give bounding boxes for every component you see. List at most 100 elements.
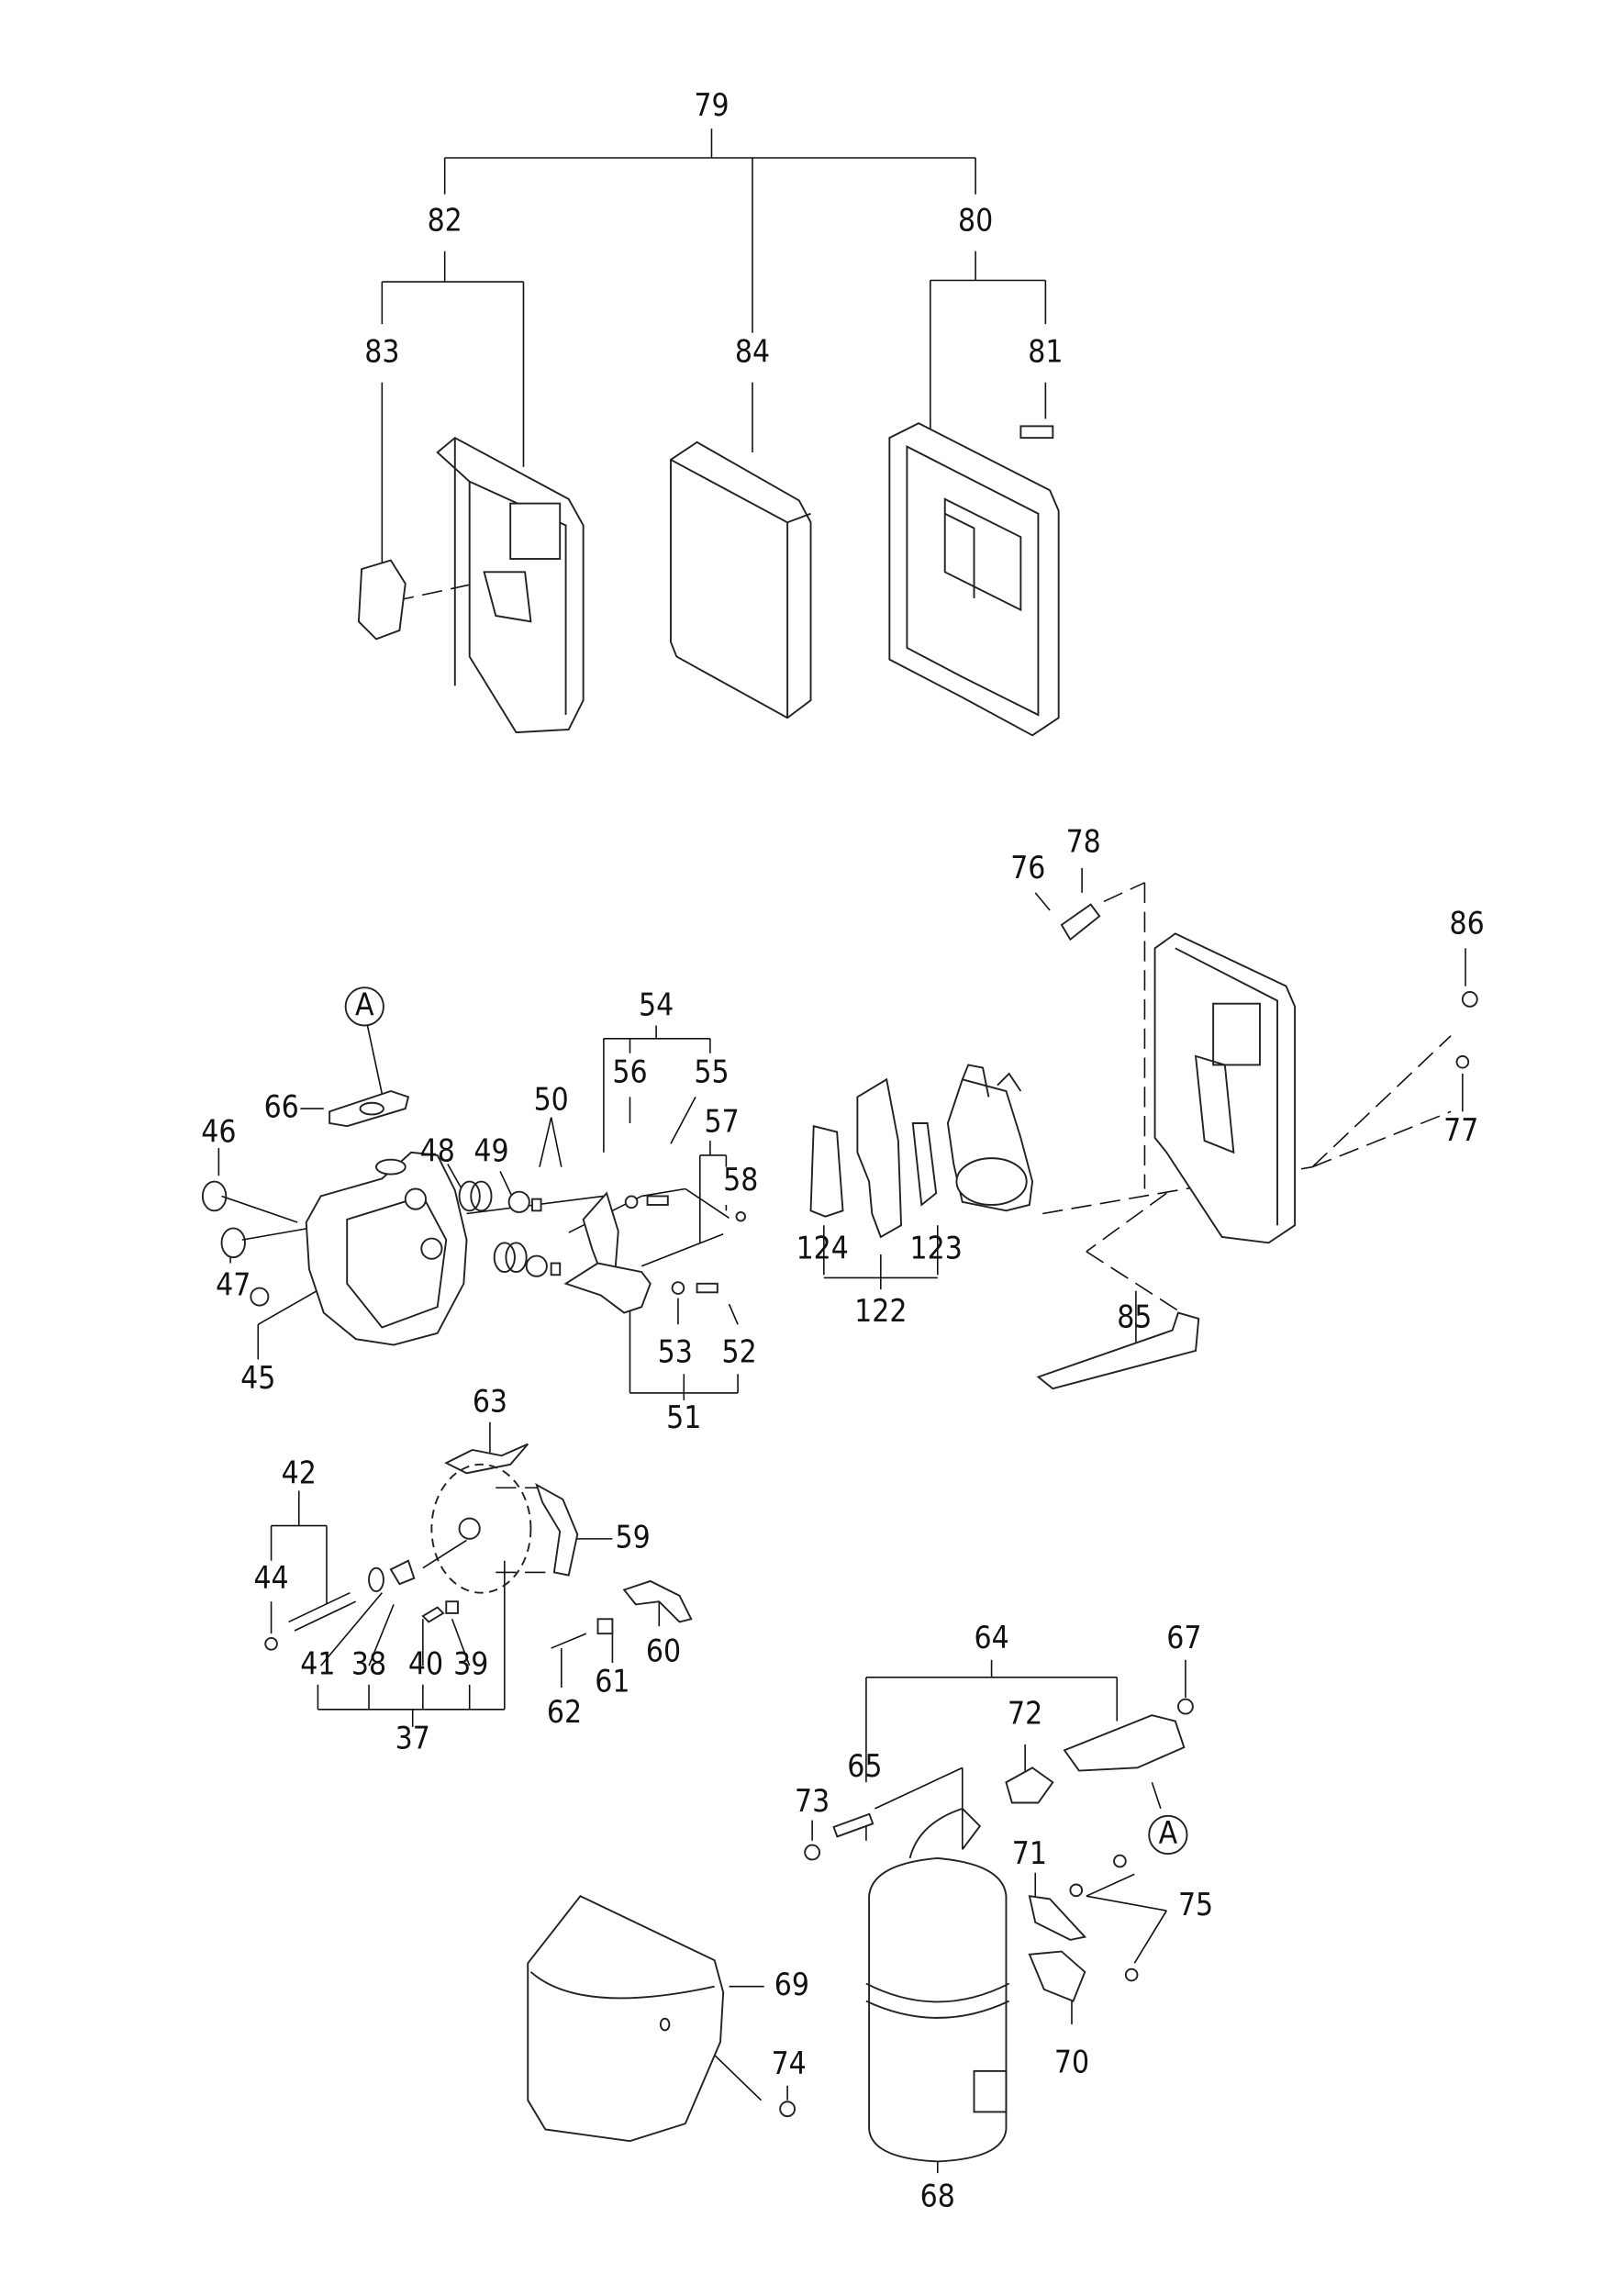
part-60-lever xyxy=(622,1579,693,1623)
label-82: 82 xyxy=(428,202,462,238)
label-49: 49 xyxy=(473,1132,508,1168)
part-47-valve xyxy=(220,1227,310,1259)
label-124: 124 xyxy=(796,1231,849,1266)
label-57: 57 xyxy=(705,1103,740,1139)
part-49-retainer xyxy=(507,1190,530,1213)
part-80-cover xyxy=(888,422,1060,737)
part-73-nut xyxy=(804,1844,821,1861)
label-39: 39 xyxy=(453,1646,488,1682)
part-85-stay xyxy=(1036,1311,1200,1390)
label-75: 75 xyxy=(1178,1887,1213,1923)
label-ref-A-2: A xyxy=(1159,1815,1178,1851)
label-70: 70 xyxy=(1054,2044,1089,2079)
part-69-muffler-cover xyxy=(527,1895,725,2143)
part-37-cam-gear xyxy=(422,1463,532,1594)
part-41-washer xyxy=(368,1566,384,1593)
part-68-muffler xyxy=(865,1807,1010,2163)
part-52-screw xyxy=(696,1282,718,1294)
part-81-label xyxy=(1019,425,1054,440)
label-76: 76 xyxy=(1010,850,1045,886)
label-59: 59 xyxy=(616,1519,651,1555)
part-74-bolt xyxy=(779,2101,796,2118)
part-50-cotter xyxy=(531,1198,542,1212)
part-82-case xyxy=(436,436,585,734)
label-69: 69 xyxy=(774,1967,809,2002)
label-54: 54 xyxy=(639,986,674,1022)
label-38: 38 xyxy=(351,1646,386,1682)
part-40-pin xyxy=(421,1606,445,1623)
label-122: 122 xyxy=(854,1293,907,1329)
part-75-bolt-2 xyxy=(1069,1883,1084,1898)
label-67: 67 xyxy=(1166,1620,1201,1655)
part-55-screw xyxy=(646,1195,669,1206)
part-54-rocker-arm xyxy=(582,1191,619,1274)
ref-A-top-circle xyxy=(344,986,384,1027)
part-123-gasket xyxy=(911,1122,938,1207)
label-51: 51 xyxy=(666,1399,701,1435)
part-number-labels: 79 82 80 83 84 81 76 78 86 77 85 124 123… xyxy=(201,87,1484,2214)
leader-lines-mid-right xyxy=(823,867,1466,1343)
label-44: 44 xyxy=(253,1560,288,1596)
label-63: 63 xyxy=(473,1384,507,1420)
label-73: 73 xyxy=(795,1783,830,1819)
label-37: 37 xyxy=(395,1721,430,1756)
label-56: 56 xyxy=(612,1053,647,1089)
label-46: 46 xyxy=(201,1114,236,1150)
part-39-spring xyxy=(445,1600,459,1614)
label-65: 65 xyxy=(847,1748,882,1784)
label-42: 42 xyxy=(282,1455,317,1490)
part-84-filter-edge xyxy=(670,459,811,719)
label-123: 123 xyxy=(910,1231,963,1266)
part-71-bracket xyxy=(1028,1895,1087,1941)
part-44-ring xyxy=(264,1636,278,1651)
part-59-gear-segment xyxy=(535,1483,579,1577)
label-86: 86 xyxy=(1450,905,1485,941)
label-83: 83 xyxy=(364,333,399,369)
part-86-bolt xyxy=(1461,991,1478,1008)
label-68: 68 xyxy=(920,2179,955,2214)
leader-lines-top xyxy=(381,128,1047,602)
label-47: 47 xyxy=(216,1266,251,1302)
label-79: 79 xyxy=(694,87,729,123)
label-77: 77 xyxy=(1443,1112,1478,1148)
part-58-clip xyxy=(735,1210,746,1222)
label-71: 71 xyxy=(1012,1835,1047,1871)
part-64-exhaust-pipe xyxy=(1063,1698,1194,1772)
part-air-cleaner-base xyxy=(1153,932,1297,1244)
part-122-insulator xyxy=(856,1077,903,1239)
part-62-pin xyxy=(551,1633,587,1649)
part-45-bolt xyxy=(250,1287,270,1307)
label-84: 84 xyxy=(735,333,770,369)
label-52: 52 xyxy=(722,1334,757,1370)
label-78: 78 xyxy=(1066,823,1101,859)
part-83-gasket xyxy=(357,559,407,641)
part-70-bracket xyxy=(1028,1950,1086,2002)
label-61: 61 xyxy=(595,1664,629,1700)
label-64: 64 xyxy=(974,1620,1008,1655)
part-57-pushrod xyxy=(640,1233,724,1267)
part-53-nut xyxy=(671,1281,685,1295)
part-72-gasket xyxy=(1005,1767,1054,1804)
part-63-governor-weight xyxy=(444,1443,529,1475)
part-77-nut xyxy=(1455,1054,1470,1069)
part-46-valve xyxy=(201,1180,298,1223)
label-58: 58 xyxy=(723,1162,758,1198)
label-40: 40 xyxy=(408,1646,443,1682)
part-50-cotter-2 xyxy=(550,1262,562,1276)
label-60: 60 xyxy=(646,1633,681,1668)
label-72: 72 xyxy=(1008,1696,1042,1732)
part-124-gasket xyxy=(809,1124,844,1218)
label-74: 74 xyxy=(772,2045,807,2081)
part-42-camshaft xyxy=(288,1591,357,1632)
label-50: 50 xyxy=(534,1082,569,1118)
part-65-stud xyxy=(832,1812,874,1838)
label-81: 81 xyxy=(1028,333,1063,369)
label-55: 55 xyxy=(694,1053,729,1089)
part-66-gasket xyxy=(329,1090,410,1128)
part-75-bolt-3 xyxy=(1124,1967,1139,1982)
label-ref-A-1: A xyxy=(355,986,374,1022)
part-48-springs xyxy=(458,1180,528,1274)
part-75-bolt-1 xyxy=(1113,1854,1127,1868)
label-45: 45 xyxy=(240,1360,275,1396)
